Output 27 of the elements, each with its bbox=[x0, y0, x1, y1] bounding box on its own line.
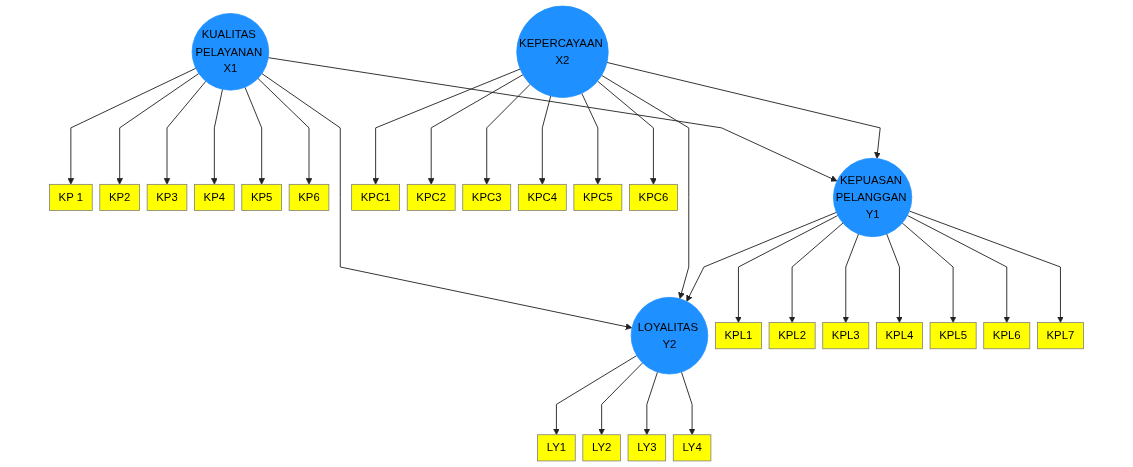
node-box: KP2 bbox=[99, 183, 140, 211]
node-box: KP4 bbox=[194, 183, 235, 211]
node-box: KPC5 bbox=[573, 183, 623, 211]
node-box: KP6 bbox=[288, 183, 330, 211]
node-box: KPC2 bbox=[406, 183, 456, 211]
node-box: KPC3 bbox=[462, 183, 512, 211]
node-circle: KUALITAS PELAYANAN X1 bbox=[191, 13, 270, 91]
node-circle: KEPUASAN PELANGGAN Y1 bbox=[833, 157, 913, 237]
node-box: KPL7 bbox=[1037, 322, 1084, 350]
node-box: LY4 bbox=[672, 434, 712, 462]
node-box: KPC6 bbox=[629, 183, 678, 211]
node-box: KPC4 bbox=[517, 183, 567, 211]
node-circle: KEPERCAYAAN X2 bbox=[516, 5, 609, 98]
node-box: LY2 bbox=[582, 434, 621, 462]
node-box: KPL4 bbox=[876, 322, 923, 350]
node-box: KPL1 bbox=[715, 322, 762, 350]
node-box: KP3 bbox=[146, 183, 188, 211]
node-box: KPL5 bbox=[929, 322, 977, 350]
node-box: KP 1 bbox=[49, 183, 93, 211]
node-box: LY3 bbox=[627, 434, 667, 462]
node-box: KPL6 bbox=[983, 322, 1031, 350]
node-circle: LOYALITAS Y2 bbox=[630, 296, 709, 375]
node-box: LY1 bbox=[537, 434, 576, 462]
node-box: KPL2 bbox=[768, 322, 816, 350]
node-box: KPL3 bbox=[822, 322, 870, 350]
node-box: KP5 bbox=[241, 183, 282, 211]
node-box: KPC1 bbox=[351, 183, 400, 211]
